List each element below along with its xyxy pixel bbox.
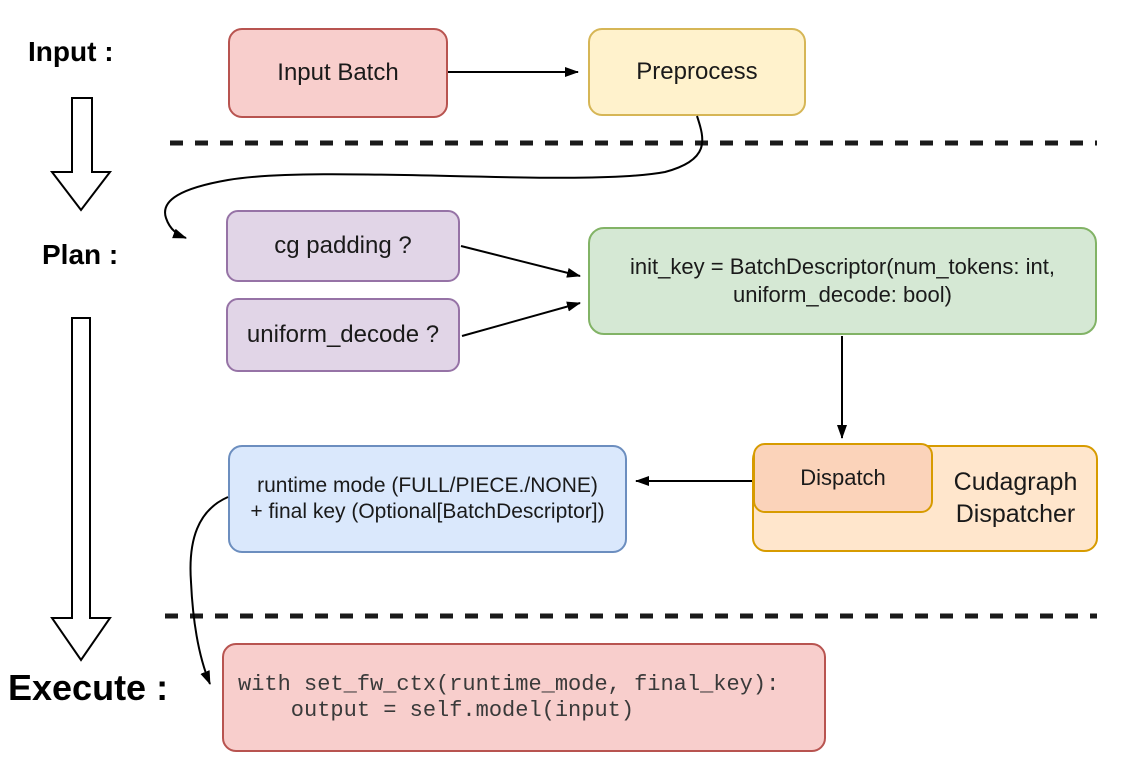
- stage-arrow-input-to-plan: [49, 97, 113, 212]
- node-cg-padding: cg padding ?: [226, 210, 460, 282]
- node-runtime-mode-line1: runtime mode (FULL/PIECE./NONE): [257, 473, 598, 497]
- node-uniform-decode-label: uniform_decode ?: [246, 321, 440, 349]
- node-runtime-mode: runtime mode (FULL/PIECE./NONE) + final …: [228, 445, 627, 553]
- stage-label-input: Input :: [28, 36, 114, 67]
- stage-arrow-plan-to-execute: [50, 317, 112, 662]
- node-cg-padding-label: cg padding ?: [274, 232, 412, 260]
- stage-label-execute: Execute :: [8, 667, 169, 708]
- execute-code-line1: with set_fw_ctx(runtime_mode, final_key)…: [238, 671, 780, 697]
- node-uniform-decode: uniform_decode ?: [226, 298, 460, 372]
- node-input-batch: Input Batch: [228, 28, 448, 118]
- node-input-batch-label: Input Batch: [277, 59, 399, 87]
- node-init-key: init_key = BatchDescriptor(num_tokens: i…: [588, 227, 1097, 335]
- arrow-cg-padding-to-init-key: [460, 245, 581, 278]
- cudagraph-dispatcher-line2: Dispatcher: [955, 500, 1076, 528]
- node-runtime-mode-line2: + final key (Optional[BatchDescriptor]): [250, 500, 605, 523]
- cudagraph-dispatcher-line1: Cudagraph: [953, 468, 1078, 496]
- cudagraph-dispatcher-caption: Cudagraph Dispatcher: [933, 466, 1098, 530]
- execute-code-line2: output = self.model(input): [238, 697, 635, 723]
- stage-label-plan: Plan :: [42, 239, 119, 270]
- node-init-key-line1: init_key = BatchDescriptor(num_tokens: i…: [630, 254, 1055, 280]
- node-dispatch-label: Dispatch: [800, 464, 886, 490]
- node-execute-code: with set_fw_ctx(runtime_mode, final_key)…: [222, 643, 826, 752]
- arrow-uniform-decode-to-init-key: [461, 301, 581, 337]
- node-preprocess-label: Preprocess: [636, 58, 758, 86]
- node-preprocess: Preprocess: [588, 28, 806, 116]
- node-dispatch: Dispatch: [753, 443, 933, 513]
- node-init-key-line2: uniform_decode: bool): [733, 282, 952, 307]
